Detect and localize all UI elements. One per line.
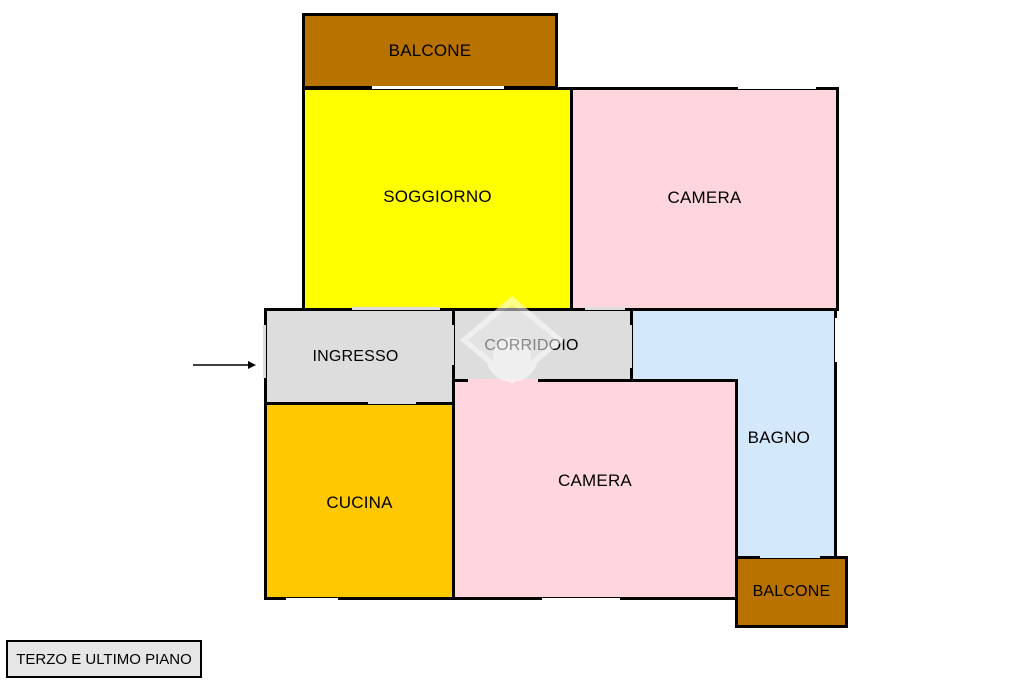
door-balcone-bottom	[760, 555, 820, 558]
room-soggiorno: SOGGIORNO	[302, 87, 573, 311]
room-label-soggiorno: SOGGIORNO	[383, 187, 492, 206]
entrance-arrow-icon	[193, 361, 256, 369]
room-cucina: CUCINA	[264, 402, 455, 600]
room-label-balcone-bottom: BALCONE	[752, 583, 831, 600]
floor-level-text: TERZO E ULTIMO PIANO	[16, 650, 192, 668]
room-ingresso: INGRESSO	[264, 308, 455, 405]
window-cucina	[286, 598, 338, 601]
house-watermark-icon	[460, 296, 564, 384]
door-entrance	[263, 325, 266, 378]
room-label-balcone-top: BALCONE	[388, 41, 472, 60]
room-camera-bottom: CAMERA	[452, 379, 738, 600]
window-soggiorno-top	[372, 86, 504, 89]
room-label-cucina: CUCINA	[326, 493, 393, 512]
door-soggiorno	[352, 307, 440, 310]
room-balcone-bottom: BALCONE	[735, 556, 848, 628]
door-cucina	[368, 401, 416, 404]
room-label-bagno: BAGNO	[747, 427, 810, 447]
window-camera-bottom	[542, 598, 620, 601]
room-balcone-top: BALCONE	[302, 13, 558, 89]
room-camera-top: CAMERA	[570, 87, 839, 311]
door-corridoio	[451, 325, 454, 365]
door-camera-bottom	[468, 379, 538, 382]
door-bagno	[629, 325, 632, 368]
door-camera-top	[585, 307, 625, 310]
room-label-ingresso: INGRESSO	[312, 347, 399, 365]
room-label-camera-bottom: CAMERA	[558, 470, 632, 490]
window-bagno-right	[835, 318, 838, 362]
floor-level-label: TERZO E ULTIMO PIANO	[6, 640, 202, 678]
window-camera-top	[738, 86, 816, 89]
room-label-camera-top: CAMERA	[667, 188, 742, 207]
